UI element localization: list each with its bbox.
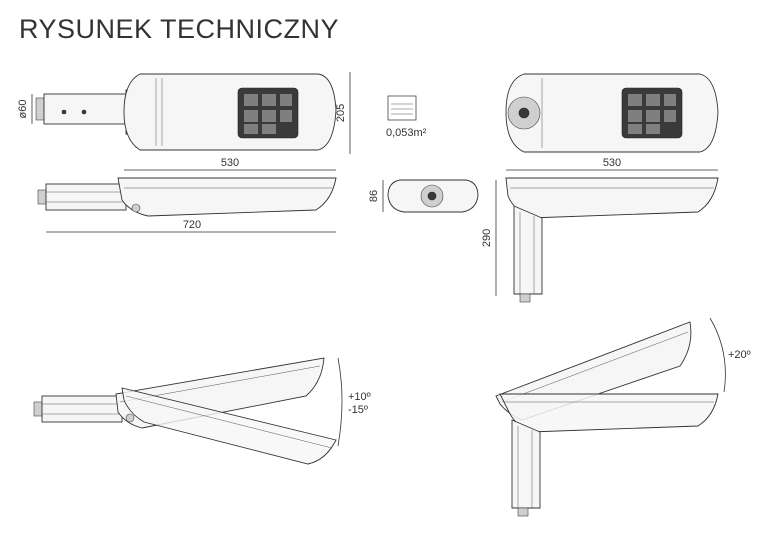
post-adapter (511, 419, 541, 509)
housing-horizontal (499, 393, 719, 433)
height-top-label: 205 (335, 104, 347, 122)
top-view-left: ø60 205 530 (17, 72, 351, 171)
led-module (621, 87, 683, 139)
mount-height-label: 290 (481, 229, 493, 247)
post-end (519, 293, 531, 303)
led-module (237, 87, 299, 139)
housing-tilt-down (121, 387, 337, 465)
spigot-arm (43, 93, 127, 125)
bolt-icon (61, 109, 67, 115)
spigot-end (35, 97, 45, 121)
spigot-end (37, 189, 47, 205)
tilt-view-left: +10º -15º (33, 357, 371, 465)
diameter-label: ø60 (17, 100, 29, 119)
front-height-label: 86 (368, 190, 380, 202)
total-length-label: 720 (183, 219, 201, 231)
area-indicator: 0,053m² (386, 95, 427, 139)
post-end (517, 507, 529, 517)
spigot-arm (41, 395, 123, 423)
width-right-label: 530 (603, 157, 621, 169)
area-label: 0,053m² (386, 127, 427, 139)
bolt-icon (81, 109, 87, 115)
top-view-right: 530 (505, 73, 719, 171)
windage-area-icon (387, 95, 417, 121)
spigot-end (33, 401, 43, 417)
tilt-view-right: +20º (495, 317, 751, 517)
page-title: RYSUNEK TECHNICZNY (19, 14, 340, 44)
front-view: 86 (368, 179, 479, 213)
spigot-arm (45, 183, 127, 211)
tilt-down-label: -15º (348, 404, 368, 416)
luminaire-housing-side (117, 177, 337, 217)
tilt-up-label: +10º (348, 391, 371, 403)
width-left-label: 530 (221, 157, 239, 169)
post-adapter (513, 205, 543, 295)
side-view-right: 290 (481, 177, 719, 303)
side-view-left: 720 (37, 177, 337, 233)
luminaire-housing-side (505, 177, 719, 219)
tilt-right-label: +20º (728, 349, 751, 361)
